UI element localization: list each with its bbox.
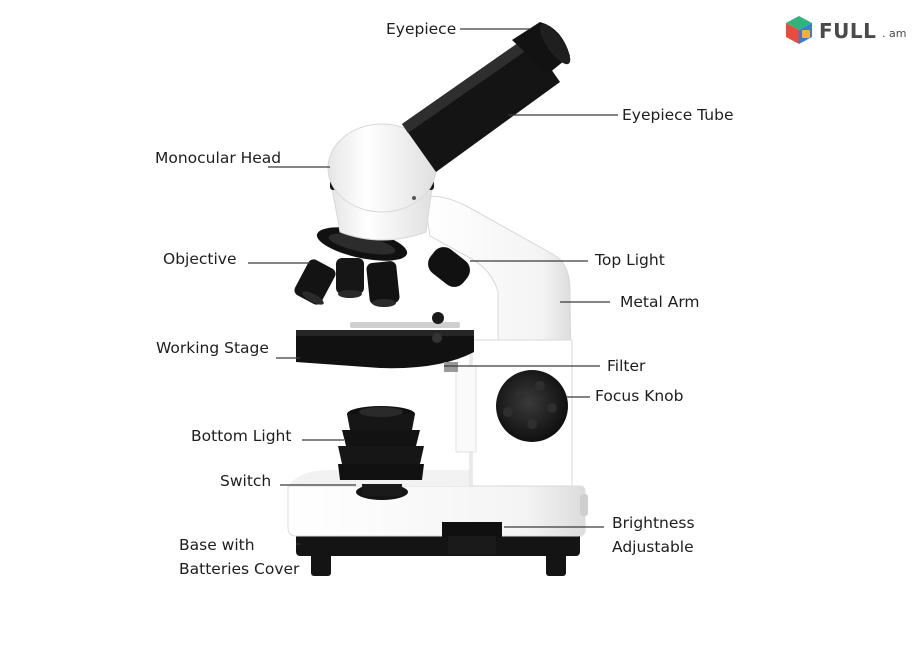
label-metal-arm: Metal Arm (620, 293, 700, 311)
label-filter: Filter (607, 357, 646, 375)
label-eyepiece-tube: Eyepiece Tube (622, 106, 734, 124)
eyepiece (512, 22, 571, 74)
label-focus-knob: Focus Knob (595, 387, 684, 405)
full-am-logo: FULL . am (782, 13, 914, 53)
monocular-head (327, 123, 437, 241)
label-monocular-head: Monocular Head (155, 149, 282, 167)
label-bottom-light: Bottom Light (191, 427, 292, 445)
label-base-with-batteries-cover: Base with Batteries Cover (179, 533, 319, 581)
label-base-line1: Base with (179, 536, 255, 554)
label-eyepiece: Eyepiece (386, 20, 457, 38)
label-brightness-line2: Adjustable (612, 538, 694, 556)
switch (356, 484, 408, 500)
working-stage (296, 312, 474, 372)
objectives (294, 227, 408, 307)
label-base-line2: Batteries Cover (179, 560, 300, 578)
label-brightness-line1: Brightness (612, 514, 695, 532)
label-brightness-adjustable: Brightness Adjustable (612, 511, 752, 559)
logo-brand: FULL (819, 19, 877, 43)
label-objective: Objective (163, 250, 237, 268)
base (287, 470, 588, 576)
focus-knob (496, 370, 568, 442)
cube-logo-icon (786, 16, 812, 44)
label-top-light: Top Light (595, 251, 665, 269)
bottom-light (338, 406, 424, 480)
label-working-stage: Working Stage (156, 339, 269, 357)
top-light (428, 247, 470, 287)
leader-lines (248, 28, 618, 545)
logo-tld: . am (882, 27, 907, 40)
eyepiece-tube (402, 36, 560, 172)
label-switch: Switch (220, 472, 272, 490)
